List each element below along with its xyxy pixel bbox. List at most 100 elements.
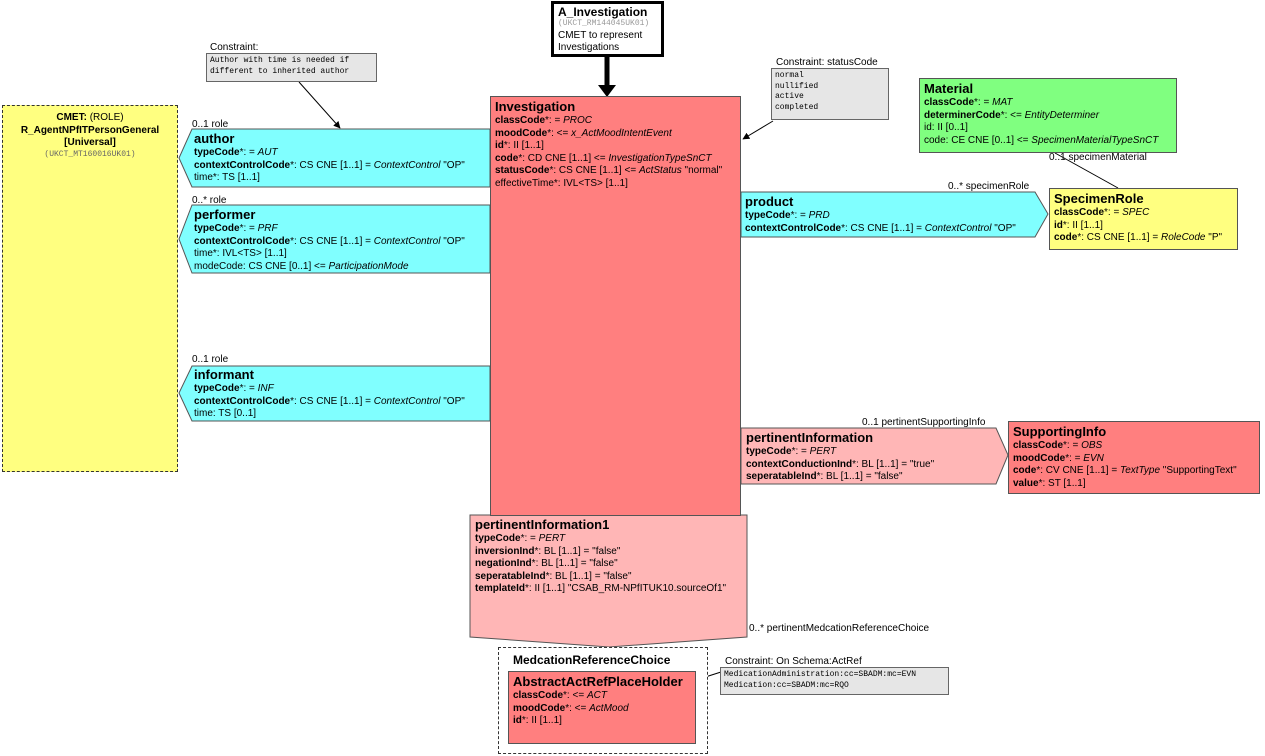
- abstract-act-ref-placeholder: AbstractActRefPlaceHolder classCode*: <=…: [508, 671, 696, 744]
- attribute-text: *: <=: [565, 702, 590, 714]
- attribute-text: *: =: [1065, 452, 1084, 464]
- attribute-text: typeCode: [194, 223, 240, 234]
- attribute-row: CMET: (ROLE): [7, 112, 173, 125]
- attribute-text: typeCode: [194, 147, 240, 158]
- attribute-text: statusCode: [495, 165, 550, 177]
- attribute-row: contextControlCode*: CS CNE [1..1] = Con…: [745, 223, 1016, 236]
- pertinent-information-relationship: pertinentInformation typeCode*: = PERT c…: [746, 430, 934, 484]
- cmet-name: R_AgentNPfITPersonGeneral: [20, 124, 160, 136]
- attribute-text: classCode: [1013, 440, 1064, 451]
- attribute-text: time: TS [0..1]: [194, 408, 257, 420]
- material-cardinality: 0..1 specimenMaterial: [1049, 152, 1147, 163]
- attribute-text: id: II [0..1]: [924, 122, 968, 134]
- attribute-text: *: CV CNE [1..1] =: [1036, 465, 1120, 477]
- attribute-text: id: [1054, 219, 1063, 231]
- status-constraint-line: active: [775, 92, 804, 101]
- attribute-text: code: [495, 152, 519, 164]
- attribute-text: code: CE CNE [0..1] <=: [924, 134, 1032, 146]
- attribute-text: "SupportingText": [1160, 465, 1237, 477]
- attribute-text: *: =: [239, 223, 258, 234]
- attribute-text: PRD: [808, 210, 830, 221]
- attribute-row: typeCode*: = INF: [194, 383, 465, 396]
- pertinent-information-cardinality: 0..1 pertinentSupportingInfo: [862, 417, 986, 428]
- actref-constraint-label: Constraint: On Schema:ActRef: [724, 656, 863, 667]
- attribute-text: "normal": [681, 165, 723, 177]
- author-cardinality: 0..1 role: [192, 119, 229, 130]
- attribute-text: *: =: [790, 210, 809, 221]
- attribute-row: contextControlCode*: CS CNE [1..1] = Con…: [194, 236, 465, 249]
- attribute-text: *: =: [239, 383, 258, 394]
- cmet-id: (UKCT_MT160016UK01): [44, 149, 136, 159]
- attribute-text: "P": [1205, 232, 1223, 244]
- attribute-text: *: =: [545, 115, 564, 126]
- attribute-text: *: BL [1..1] = "false": [534, 545, 621, 557]
- attribute-text: PERT: [538, 533, 566, 544]
- attribute-row: code: CE CNE [0..1] <= SpecimenMaterialT…: [924, 135, 1172, 148]
- attribute-row: time: TS [0..1]: [194, 408, 465, 421]
- pertinentInformation-shape: [740, 427, 1009, 485]
- attribute-row: typeCode*: = PERT: [475, 533, 726, 546]
- attribute-text: determinerCode: [924, 109, 1001, 121]
- performer-participation: performer typeCode*: = PRF contextContro…: [194, 207, 465, 273]
- attribute-row: id*: II [1..1]: [513, 715, 691, 728]
- attribute-row: value*: ST [1..1]: [1013, 478, 1255, 491]
- informant-shape: [178, 365, 491, 422]
- attribute-text: ActStatus: [638, 165, 682, 177]
- attribute-text: id: [495, 140, 504, 152]
- attribute-text: contextConductionInd: [746, 458, 853, 470]
- product-cardinality: 0..* specimenRole: [948, 181, 1030, 192]
- pertinent-information-title: pertinentInformation: [746, 430, 874, 445]
- specimen-role-title: SpecimenRole: [1054, 191, 1144, 206]
- attribute-row: seperatableInd*: BL [1..1] = "false": [475, 571, 726, 584]
- attribute-text: inversionInd: [475, 545, 535, 557]
- attribute-text: *: II [1..1]: [521, 715, 562, 727]
- entry-point-desc-1: CMET to represent: [558, 29, 643, 41]
- status-constraint-line: normal: [775, 71, 804, 80]
- attribute-text: *: =: [239, 147, 258, 158]
- attribute-row: code*: CV CNE [1..1] = TextType "Support…: [1013, 465, 1255, 478]
- product-shape: [740, 191, 1049, 238]
- entry-point-id: (UKCT_RM144045UK01): [558, 19, 650, 28]
- attribute-text: SPEC: [1122, 207, 1150, 218]
- investigation-title: Investigation: [495, 99, 576, 114]
- attribute-text: "OP": [440, 159, 465, 171]
- attribute-text: *: CS CNE [1..1] =: [290, 235, 374, 247]
- attribute-text: negationInd: [475, 558, 532, 570]
- attribute-text: typeCode: [194, 383, 240, 394]
- attribute-row: contextControlCode*: CS CNE [1..1] = Con…: [194, 160, 465, 173]
- attribute-row: determinerCode*: <= EntityDeterminer: [924, 110, 1172, 123]
- attribute-text: INF: [257, 383, 274, 394]
- attribute-text: *: =: [791, 446, 810, 457]
- attribute-text: ActMood: [589, 702, 629, 714]
- pertinent-information1-title: pertinentInformation1: [475, 517, 610, 532]
- pertinent-information1-cardinality: 0..* pertinentMedcationReferenceChoice: [749, 623, 930, 634]
- attribute-row: statusCode*: CS CNE [1..1] <= ActStatus …: [495, 165, 736, 178]
- attribute-row: classCode*: = SPEC: [1054, 207, 1233, 220]
- attribute-text: *: <=: [563, 690, 587, 701]
- attribute-text: ParticipationMode: [328, 260, 409, 272]
- material-title: Material: [924, 81, 974, 96]
- attribute-text: *: CS CNE [1..1] =: [1077, 232, 1161, 244]
- attribute-row: code*: CS CNE [1..1] = RoleCode "P": [1054, 232, 1233, 245]
- attribute-row: classCode*: = OBS: [1013, 440, 1255, 453]
- attribute-text: PERT: [809, 446, 837, 457]
- supporting-info-class: SupportingInfo classCode*: = OBS moodCod…: [1008, 421, 1260, 494]
- attribute-text: *: CS CNE [1..1] =: [290, 395, 374, 407]
- status-constraint-line: completed: [775, 102, 819, 112]
- attribute-text: classCode: [924, 97, 975, 108]
- attribute-text: x_ActMoodIntentEvent: [571, 127, 672, 139]
- actref-constraint-note: MedicationAdministration:cc=SBADM:mc=EVN…: [720, 667, 949, 695]
- attribute-text: *: BL [1..1] = "false": [816, 471, 903, 483]
- entry-point-desc-2: Investigations: [558, 41, 620, 53]
- attribute-text: "OP": [991, 222, 1016, 234]
- attribute-text: contextControlCode: [194, 159, 291, 171]
- attribute-row: templateId*: II [1..1] "CSAB_RM-NPfITUK1…: [475, 583, 726, 596]
- attribute-text: modeCode: CS CNE [0..1] <=: [194, 260, 329, 272]
- attribute-text: *: II [1..1]: [1062, 219, 1103, 231]
- attribute-text: code: [1013, 465, 1037, 477]
- investigation-class: Investigation classCode*: = PROC moodCod…: [490, 96, 741, 516]
- attribute-text: *: <=: [547, 127, 572, 139]
- attribute-text: *: CS CNE [1..1] <=: [549, 165, 639, 177]
- attribute-text: *: ST [1..1]: [1038, 477, 1086, 489]
- attribute-text: AUT: [257, 147, 278, 158]
